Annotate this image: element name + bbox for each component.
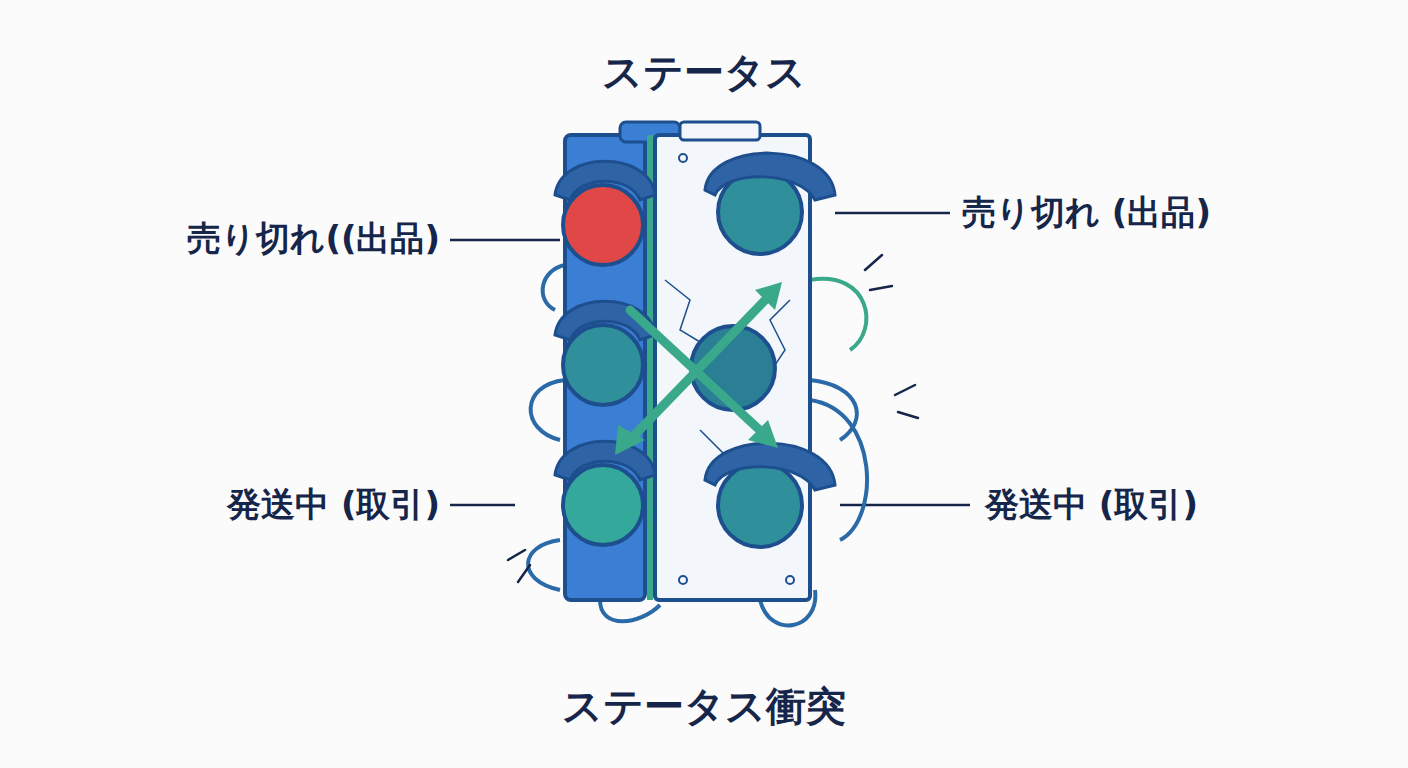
illustration-part — [865, 255, 882, 270]
illustration-part — [528, 540, 560, 590]
illustration-part — [665, 280, 705, 345]
status-label: 売り切れ (出品) — [962, 192, 1211, 233]
right-panel — [655, 135, 810, 600]
illustration-part — [563, 465, 643, 545]
illustration-part — [840, 504, 970, 507]
spark-marks — [508, 255, 918, 582]
illustration-part — [810, 279, 866, 350]
panel-divider — [647, 135, 653, 600]
illustration-part — [555, 441, 655, 480]
conflict-arrows — [625, 295, 770, 445]
illustration-part — [563, 185, 643, 265]
illustration-part — [555, 161, 655, 200]
status-label: 売り切れ((出品) — [187, 218, 440, 259]
illustration-part — [508, 550, 525, 560]
diagram-caption: ステータス衝突 — [562, 682, 846, 730]
illustration-part — [531, 380, 565, 440]
status-label: 発送中 (取引) — [227, 484, 440, 525]
illustration-part — [718, 463, 802, 547]
illustration-part — [563, 325, 643, 405]
illustration-part — [895, 385, 915, 395]
lamp-visors — [555, 153, 835, 490]
illustration-part — [543, 265, 565, 310]
illustration-part — [898, 412, 918, 418]
illustration-part — [748, 420, 778, 448]
arrow-heads — [615, 282, 782, 455]
illustration-part — [450, 504, 515, 507]
status-label: 発送中 (取引) — [985, 484, 1198, 525]
illustration-part — [705, 153, 835, 200]
illustration-part — [755, 282, 782, 310]
illustration-part — [625, 295, 770, 445]
illustration-part — [835, 212, 950, 215]
illustration-part — [679, 576, 687, 584]
illustration-part — [450, 239, 560, 242]
illustration-part — [786, 576, 794, 584]
illustration-part — [600, 600, 660, 621]
illustration-part — [615, 425, 645, 455]
panel-top — [680, 122, 760, 140]
lamps — [563, 170, 802, 547]
illustration-part — [870, 286, 892, 290]
illustration-part — [679, 154, 687, 162]
diagram-title: ステータス — [602, 48, 806, 96]
illustration-part — [518, 565, 530, 582]
illustration-part — [705, 443, 835, 490]
